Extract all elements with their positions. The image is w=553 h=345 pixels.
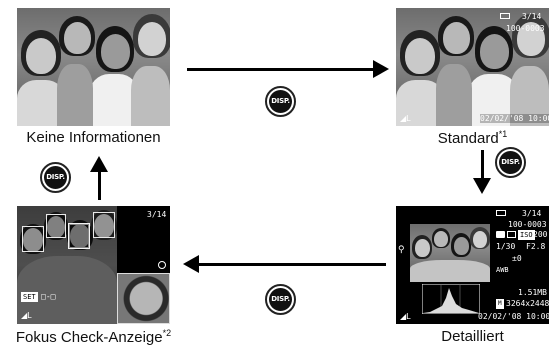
date-time: 02/02/'08 10:00 <box>480 114 549 123</box>
face-frame <box>22 226 44 252</box>
disp-button-icon: DISP. <box>40 162 71 193</box>
image-counter: 3/14 <box>147 210 167 219</box>
aperture: F2.8 <box>526 242 546 251</box>
arrow-down-line <box>481 150 484 180</box>
caption-no-info: Keine Informationen <box>26 129 161 146</box>
file-size: 1.51MB <box>518 288 547 297</box>
exposure-compensation: ±0 <box>512 254 522 263</box>
arrow-right-head <box>373 60 389 78</box>
white-balance: AWB <box>496 266 509 274</box>
shutter-speed: 1/30 <box>496 242 516 251</box>
disp-button-icon: DISP. <box>265 86 296 117</box>
disp-button-icon: DISP. <box>495 147 526 178</box>
magnify-icon <box>158 261 166 269</box>
photo-children <box>17 8 170 126</box>
battery-icon <box>500 13 510 19</box>
image-size-icon: ◢L <box>400 114 411 123</box>
photo-children <box>396 8 549 126</box>
screen-focus-check: 3/14 SET □-□ ◢L <box>17 206 170 324</box>
caption-focus-check: Fokus Check-Anzeige*2 <box>15 328 172 345</box>
file-number: 100-0003 <box>508 220 547 229</box>
image-counter: 3/14 <box>522 12 542 21</box>
screen-standard: 3/14 100-0003 ◢L 02/02/'08 10:00 <box>396 8 549 126</box>
photo-children-small <box>410 224 490 282</box>
arrow-up-head <box>90 156 108 172</box>
face-frame-selected <box>68 223 90 249</box>
caption-detailed: Detailliert <box>441 328 504 345</box>
iso-label: ISO <box>518 230 535 240</box>
arrow-up-line <box>98 170 101 200</box>
face-frame <box>93 212 115 238</box>
image-size-icon: ◢L <box>400 312 411 321</box>
file-number: 100-0003 <box>506 24 545 33</box>
photo-children-dim <box>17 206 117 324</box>
battery-icon <box>496 210 506 216</box>
arrow-left-head <box>183 255 199 273</box>
arrow-right-line <box>187 68 375 71</box>
arrow-left-line <box>198 263 386 266</box>
arrow-down-head <box>473 178 491 194</box>
image-counter: 3/14 <box>522 209 542 218</box>
screen-detailed: ⚲ 3/14 100-0003 ISO 200 1/30 F2.8 ±0 AWB… <box>396 206 549 324</box>
zoom-view <box>117 273 170 324</box>
screen-no-info <box>17 8 170 126</box>
resolution-mode-icon: M <box>496 299 504 309</box>
protect-icon: ⚲ <box>398 244 405 254</box>
face-frame <box>46 214 66 238</box>
resolution: 3264x2448 <box>506 299 549 308</box>
zoom-view-border <box>117 273 170 324</box>
histogram <box>422 284 480 314</box>
iso-value: 200 <box>533 230 548 239</box>
face-select-value: □-□ <box>41 292 56 301</box>
caption-standard: Standard*1 <box>437 129 508 147</box>
camera-mode-icon <box>496 231 505 238</box>
disp-button-icon: DISP. <box>265 284 296 315</box>
date-time: 02/02/'08 10:00 <box>478 312 549 321</box>
image-size-icon: ◢L <box>21 311 32 320</box>
metering-icon <box>507 231 516 238</box>
set-label: SET <box>21 292 38 302</box>
